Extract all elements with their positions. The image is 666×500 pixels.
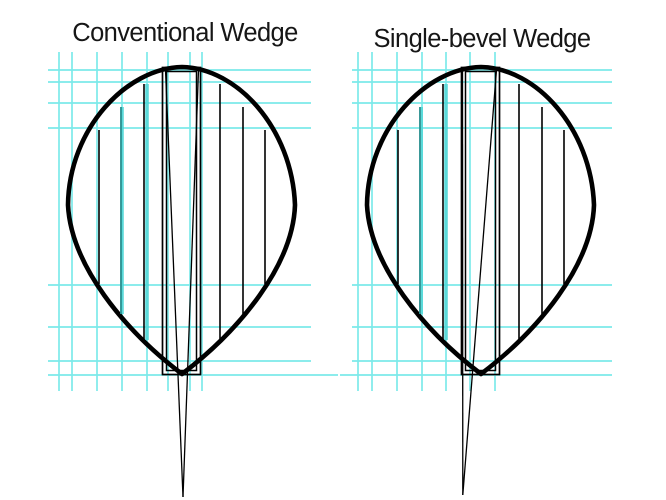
- wedge-rect-outer: [161, 66, 202, 376]
- taper-line: [164, 69, 184, 498]
- figure-layer: [65, 64, 298, 498]
- grid-layer: [340, 52, 612, 391]
- wedge-rect-inner: [165, 70, 198, 372]
- single-bevel-wedge-title: Single-bevel Wedge: [374, 25, 591, 53]
- conventional-wedge-title: Conventional Wedge: [72, 19, 298, 47]
- wedge-rect-inner: [464, 70, 497, 372]
- egg-outline: [65, 64, 298, 377]
- figure-layer: [364, 64, 597, 496]
- taper-line: [462, 69, 498, 496]
- panel-conventional-wedge: Conventional Wedge: [48, 19, 338, 498]
- wedge-rect-outer: [460, 66, 501, 376]
- panel-single-bevel-wedge: Single-bevel Wedge: [340, 25, 612, 496]
- egg-outline: [364, 64, 597, 377]
- taper-line: [182, 69, 200, 498]
